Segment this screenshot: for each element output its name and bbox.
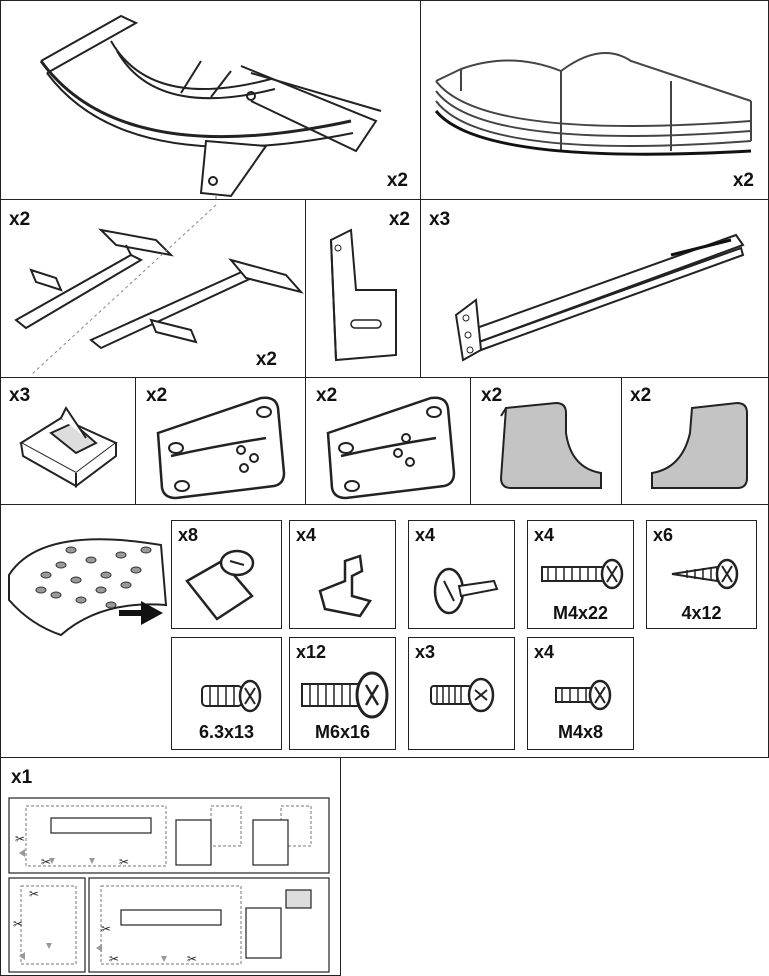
screw-6-3x13-icon bbox=[201, 679, 262, 713]
scissors-icon: ✂ bbox=[15, 832, 25, 846]
mount-plate-left-illustration bbox=[156, 396, 286, 500]
qty-label: x4 bbox=[534, 525, 555, 545]
screw-m4x8-icon bbox=[555, 679, 612, 711]
l-bracket-illustration bbox=[329, 228, 397, 362]
panel-mount-plate-right: x2 bbox=[305, 377, 471, 505]
cam-screw-icon bbox=[433, 567, 499, 615]
hardware-screw-m4x8: x4 M4x8 bbox=[527, 637, 634, 750]
qty-label: x2 bbox=[630, 385, 652, 406]
cam-dowel-icon bbox=[185, 549, 255, 621]
size-label: 4x12 bbox=[681, 603, 722, 623]
size-label: M6x16 bbox=[314, 722, 371, 742]
qty-label: x4 bbox=[296, 525, 317, 545]
qty-label: x2 bbox=[146, 385, 168, 406]
qty-label: x2 bbox=[316, 385, 338, 406]
hardware-screw-pan: x3 bbox=[408, 637, 515, 750]
hardware-screw-m4x22: x4 M4x22 bbox=[527, 520, 634, 629]
clip-illustration bbox=[19, 406, 118, 488]
qty-label: x4 bbox=[534, 642, 555, 662]
scissors-icon: ✂ bbox=[101, 922, 111, 936]
qty-label: x1 bbox=[11, 767, 33, 788]
screw-m4x22-icon bbox=[541, 558, 624, 590]
qty-label: x2 bbox=[9, 209, 31, 230]
hardware-screw-6-3x13: 6.3x13 bbox=[171, 637, 282, 750]
scissors-icon: ✂ bbox=[41, 855, 51, 869]
hardware-cam-screw: x4 bbox=[408, 520, 515, 629]
panel-long-rail: x3 bbox=[420, 199, 769, 378]
arrow-right-icon bbox=[119, 601, 163, 625]
end-cap-right-illustration bbox=[651, 401, 748, 489]
panel-l-bracket: x2 bbox=[305, 199, 421, 378]
qty-label: x2 bbox=[255, 349, 277, 370]
qty-label: x8 bbox=[178, 525, 199, 545]
scissors-icon: ✂ bbox=[109, 952, 119, 966]
qty-label: x2 bbox=[386, 170, 408, 191]
panel-wire-basket: x2 bbox=[420, 0, 769, 200]
long-rail-illustration bbox=[454, 233, 745, 362]
qty-label: x4 bbox=[415, 525, 436, 545]
hardware-cam-dowel: x8 bbox=[171, 520, 282, 629]
end-cap-left-illustration bbox=[499, 401, 602, 489]
screw-m6x16-icon bbox=[301, 671, 389, 719]
scissors-icon: ✂ bbox=[29, 887, 39, 901]
panel-end-cap-right: x2 bbox=[621, 377, 769, 505]
qty-label: x2 bbox=[481, 385, 503, 406]
qty-label: x12 bbox=[296, 642, 327, 662]
qty-label: x3 bbox=[429, 209, 451, 230]
panel-clip: x3 bbox=[0, 377, 136, 505]
qty-label: x6 bbox=[653, 525, 674, 545]
size-label: 6.3x13 bbox=[198, 722, 255, 742]
screw-4x12-icon bbox=[671, 558, 739, 590]
qty-label: x3 bbox=[415, 642, 436, 662]
size-label: M4x8 bbox=[557, 722, 604, 742]
snap-clip-icon bbox=[318, 554, 372, 618]
scissors-icon: ✂ bbox=[119, 855, 129, 869]
hardware-screw-m6x16: x12 M6x16 bbox=[289, 637, 396, 750]
panel-hardware: x8 x4 x4 x4 M4x22 x6 bbox=[0, 504, 769, 758]
qty-label: x3 bbox=[9, 385, 31, 406]
qty-label: x2 bbox=[388, 209, 410, 230]
drilling-template-illustration: ✂ ✂ ✂ ✂ ✂ ✂ ✂ ✂ bbox=[8, 797, 330, 973]
panel-curved-rail-frame: x2 bbox=[0, 0, 421, 200]
panel-end-cap-left: x2 bbox=[470, 377, 622, 505]
panel-drilling-template: x1 ✂ ✂ ✂ ✂ ✂ ✂ ✂ bbox=[0, 757, 341, 976]
hardware-screw-4x12: x6 4x12 bbox=[646, 520, 757, 629]
scissors-icon: ✂ bbox=[13, 917, 23, 931]
wire-basket-illustration bbox=[434, 52, 752, 156]
scissors-icon: ✂ bbox=[187, 952, 197, 966]
long-brackets-illustration bbox=[14, 204, 304, 376]
panel-long-brackets: x2 x2 bbox=[0, 199, 306, 378]
mount-plate-right-illustration bbox=[326, 396, 456, 500]
panel-mount-plate-left: x2 bbox=[135, 377, 306, 505]
hardware-snap-clip: x4 bbox=[289, 520, 396, 629]
size-label: M4x22 bbox=[552, 603, 609, 623]
screw-pan-icon bbox=[430, 677, 495, 713]
hardware-bag-illustration bbox=[8, 538, 168, 637]
qty-label: x2 bbox=[732, 170, 754, 191]
curved-rail-frame-illustration bbox=[39, 14, 382, 199]
